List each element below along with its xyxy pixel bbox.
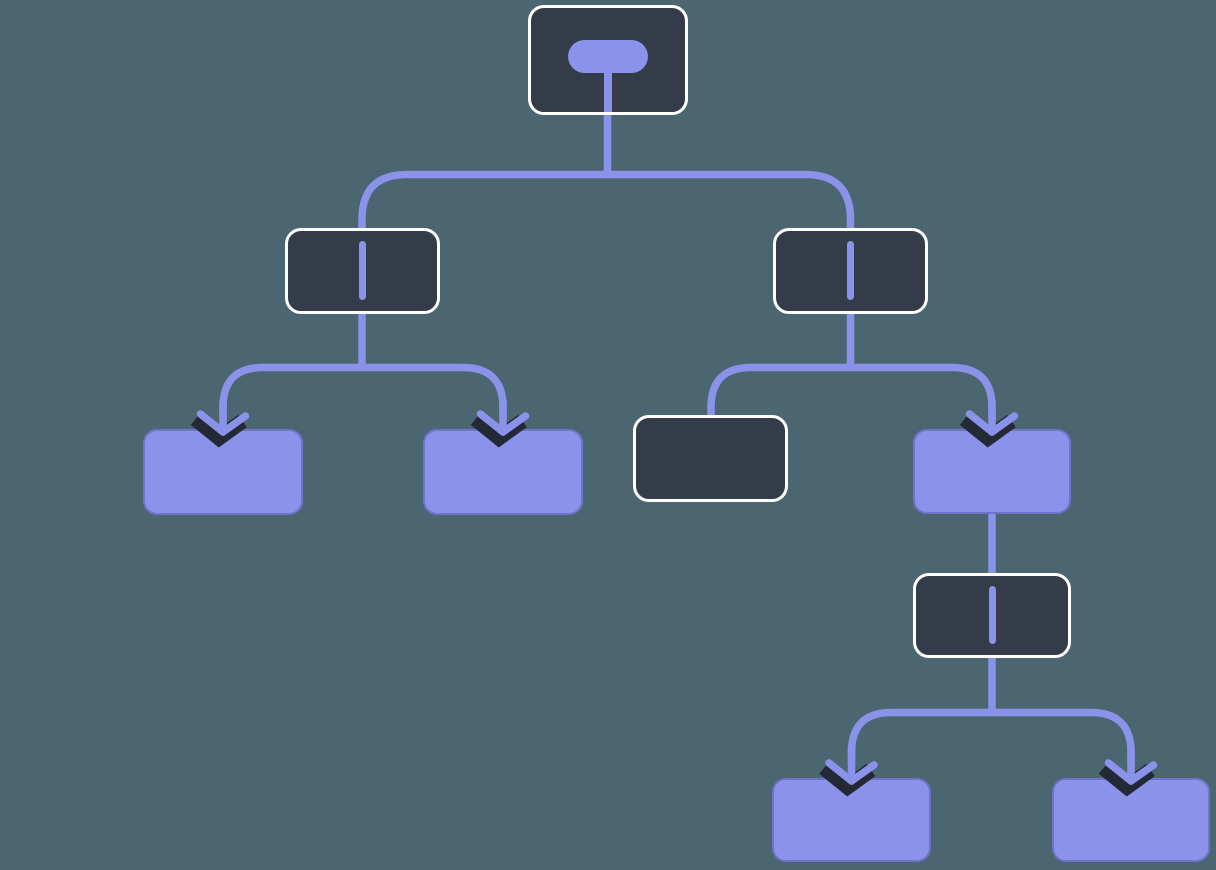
branch-node-right[interactable] (773, 228, 928, 314)
branch-node-left[interactable] (285, 228, 440, 314)
branch-node-lower[interactable] (913, 573, 1071, 658)
leaf-node-1[interactable] (143, 429, 303, 515)
leaf-node-2[interactable] (423, 429, 583, 515)
vertical-bar-icon (359, 241, 366, 300)
leaf-node-3[interactable] (913, 429, 1071, 514)
leaf-node-5[interactable] (1052, 778, 1210, 862)
root-stem-icon (604, 66, 612, 112)
leaf-node-4[interactable] (772, 778, 931, 862)
plain-dark-node[interactable] (633, 415, 788, 502)
vertical-bar-icon (988, 586, 996, 644)
root-node[interactable] (528, 5, 688, 115)
vertical-bar-icon (847, 241, 854, 300)
